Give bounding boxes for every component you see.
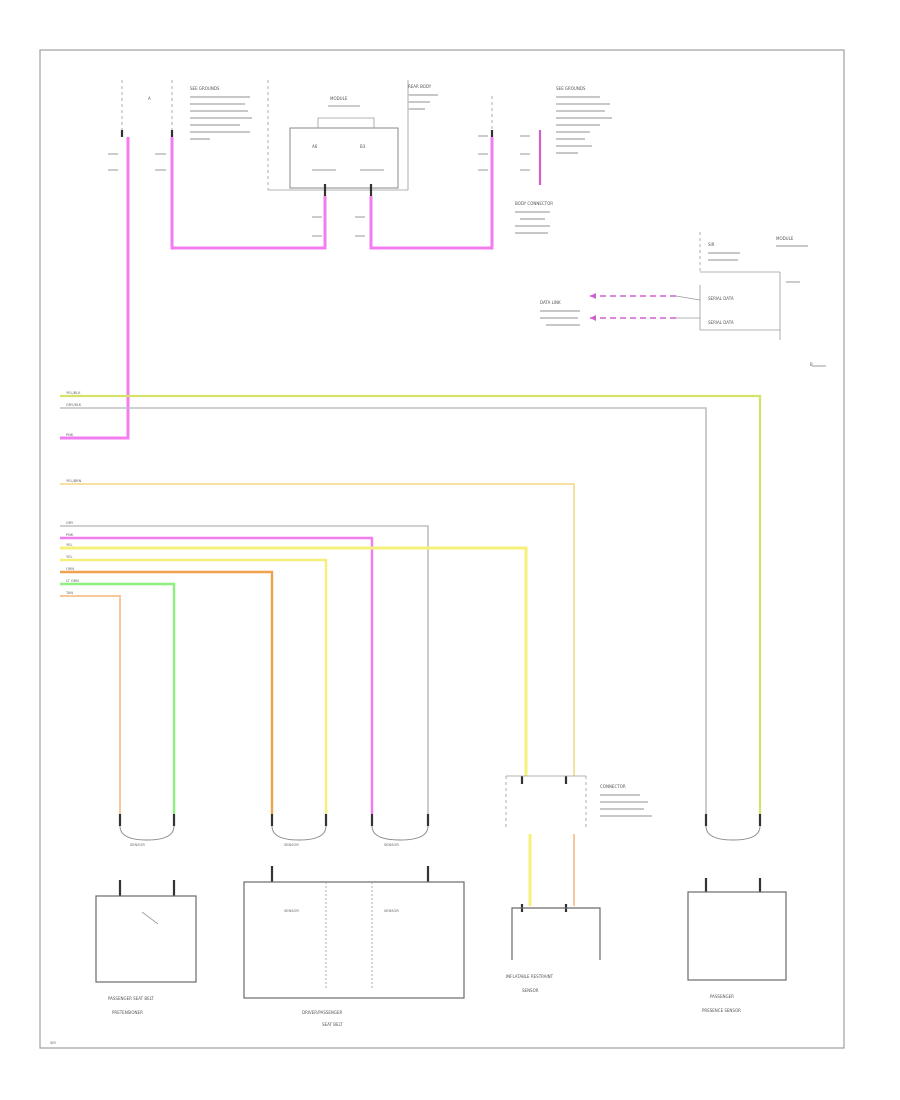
comp4-sub: SENSOR (522, 988, 539, 993)
comp3-inner-label: SENSOR (384, 843, 399, 847)
comp1-sub: PRETENSIONER (112, 1010, 143, 1015)
right-note: SEE GROUNDS (556, 86, 586, 91)
bus-light-orange-label: TAN (65, 591, 73, 595)
center-pin-a-label: A6 (312, 144, 318, 149)
comp5-sub: PRESENCE SENSOR (702, 1008, 741, 1013)
center-module-bridge (317, 117, 375, 128)
bus-yellow1-label: YEL (66, 543, 72, 547)
right-splice-label: BODY CONNECTOR (515, 201, 553, 206)
bus-yellow2 (60, 558, 328, 814)
comp2-sub: SEAT BELT (322, 1022, 343, 1027)
ref-row1-label: SERIAL DATA (708, 296, 734, 301)
wire-gray-top (60, 407, 707, 814)
top-left-conn-label: A (148, 96, 151, 101)
comp4-box (511, 907, 601, 960)
comp2-inner-b: SENSOR (384, 909, 399, 913)
comp2-inner-a: SENSOR (284, 909, 299, 913)
wire-pink-top-left (170, 137, 327, 250)
ref-arrow-head-2 (590, 315, 596, 321)
center-module-note: REAR BODY (408, 84, 432, 89)
comp1-inner-label: SENSOR (130, 843, 145, 847)
comp1-title: PASSENGER SEAT BELT (108, 996, 154, 1001)
bus-pink-label: PNK (66, 533, 74, 537)
diagram-frame (39, 49, 845, 1049)
comp2-connector (271, 825, 327, 841)
comp5-title: PASSENGER (710, 994, 734, 999)
comp1-box (95, 895, 197, 983)
comp2-title: DRIVER/PASSENGER (302, 1010, 343, 1015)
comp5-connector (705, 825, 761, 841)
bus-gray-label: GRY (66, 521, 74, 525)
wire-light-yellow (60, 483, 575, 776)
wire-olive (60, 394, 762, 814)
bus-green-label: LT GRN (66, 579, 79, 583)
top-left-note: SEE GROUNDS (190, 86, 220, 91)
bus-yellow2-label: YEL (66, 555, 72, 559)
comp2-inner-label: SENSOR (284, 843, 299, 847)
ref-box-right: MODULE (776, 236, 794, 241)
ref-arrow-head-1 (590, 293, 596, 299)
bus-orange (60, 570, 274, 814)
center-module-inner-box (289, 127, 399, 189)
wire-gray-top-label: GRY/BLK (66, 403, 82, 407)
ref-link-1 (675, 295, 701, 301)
wire-light-yellow-label: YEL/BRN (66, 479, 82, 483)
bus-light-orange (60, 595, 121, 814)
comp1-connector (119, 825, 175, 841)
mid-note: CONNECTOR (600, 784, 626, 789)
ref-box-title: SIR (708, 242, 715, 247)
bus-orange-label: ORN (66, 567, 74, 571)
bus-pink (60, 536, 374, 814)
comp2-box (243, 881, 465, 999)
footer-label: SIR (50, 1041, 56, 1045)
comp4-title: INFLATABLE RESTRAINT (506, 974, 554, 979)
bus-gray (60, 525, 429, 814)
bus-yellow1 (60, 546, 528, 776)
bus-green (60, 582, 176, 814)
wire-pink-top-right (369, 137, 494, 250)
wire-pink-left-label: PNK (66, 433, 74, 437)
comp1-switch (141, 911, 159, 925)
ref-id: B (810, 362, 813, 367)
ref-side-label: DATA LINK (540, 300, 561, 305)
center-module-title: MODULE (330, 96, 348, 101)
wire-pink-main (60, 137, 130, 440)
wire-olive-label: YEL/BLK (66, 391, 81, 395)
comp5-box (687, 891, 787, 981)
comp3-connector (371, 825, 429, 841)
center-pin-b-label: B3 (360, 144, 366, 149)
ref-row2-label: SERIAL DATA (708, 320, 734, 325)
